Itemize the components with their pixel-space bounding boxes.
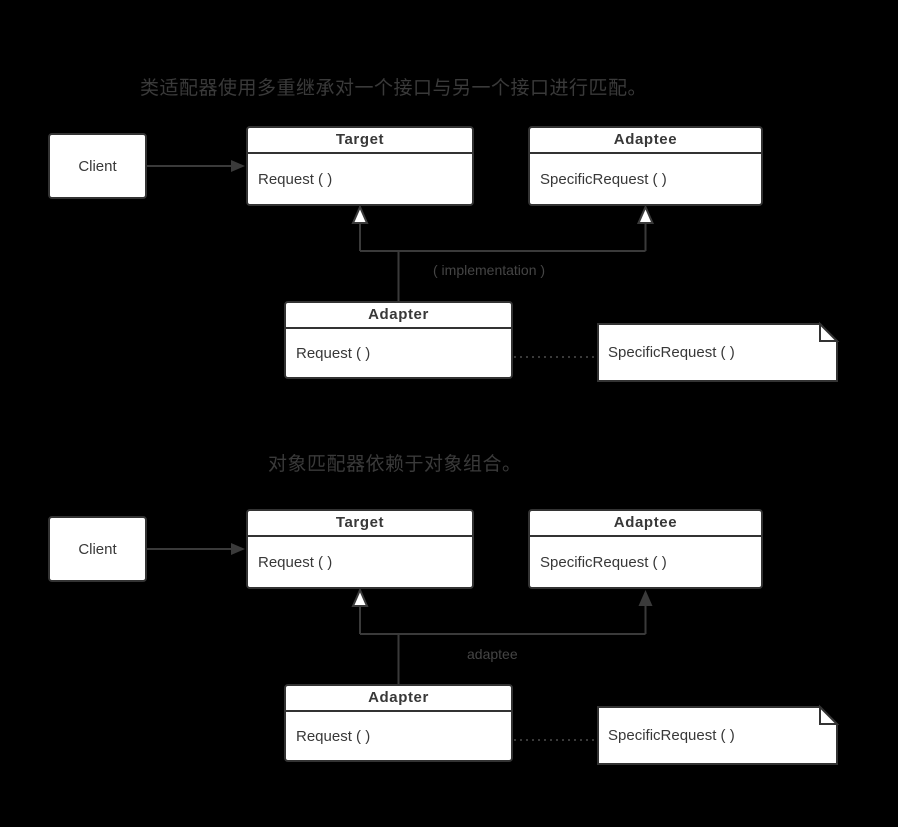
implementation-label: ( implementation ) [433, 262, 546, 278]
hollow-triangle-adaptee-1 [636, 204, 655, 224]
note-node-1: SpecificRequest ( ) [608, 344, 735, 361]
section-2-title: 对象匹配器依赖于对象组合。 [268, 454, 522, 475]
section-1-title: 类适配器使用多重继承对一个接口与另一个接口进行匹配。 [140, 78, 648, 99]
filled-arrow-adaptee-2 [638, 590, 653, 606]
adaptee-node-2: Adaptee SpecificRequest ( ) [528, 509, 763, 589]
adaptee-method-2: SpecificRequest ( ) [540, 553, 667, 571]
note-node-2: SpecificRequest ( ) [608, 727, 735, 744]
target-method-1: Request ( ) [258, 170, 333, 188]
adapter-title-1: Adapter [286, 303, 511, 329]
note-fold-corner-2 [819, 704, 840, 725]
client-to-target-arrow-1 [147, 160, 245, 172]
client-label-2: Client [78, 540, 117, 558]
hollow-triangle-target-2 [351, 587, 369, 607]
adapter-node-1: Adapter Request ( ) [284, 301, 513, 379]
target-node-2: Target Request ( ) [246, 509, 474, 589]
adapter-title-2: Adapter [286, 686, 511, 712]
target-method-2: Request ( ) [258, 553, 333, 571]
adaptee-edge-label: adaptee [467, 646, 518, 662]
adapter-inheritance-edges-1 [351, 204, 655, 301]
client-node-2: Client [48, 516, 147, 582]
adaptee-node-1: Adaptee SpecificRequest ( ) [528, 126, 763, 206]
hollow-triangle-target-1 [351, 204, 369, 224]
note-shape-1 [597, 321, 840, 382]
target-title-2: Target [248, 511, 472, 537]
adaptee-method-1: SpecificRequest ( ) [540, 170, 667, 188]
adapter-method-2: Request ( ) [296, 727, 371, 745]
adapter-node-2: Adapter Request ( ) [284, 684, 513, 762]
target-node-1: Target Request ( ) [246, 126, 474, 206]
client-node-1: Client [48, 133, 147, 199]
adaptee-title-1: Adaptee [530, 128, 761, 154]
adapter-edges-2 [351, 587, 653, 684]
note-fold-corner-1 [819, 321, 840, 342]
note-shape-2 [597, 704, 840, 765]
client-to-target-arrow-2 [147, 543, 245, 555]
adapter-method-1: Request ( ) [296, 344, 371, 362]
target-title-1: Target [248, 128, 472, 154]
adaptee-title-2: Adaptee [530, 511, 761, 537]
client-label-1: Client [78, 157, 117, 175]
